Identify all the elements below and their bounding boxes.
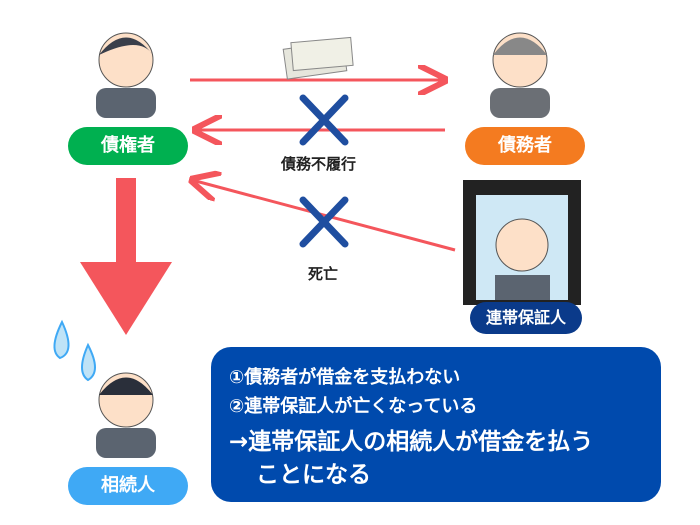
summary-line-4: ことになる [256,462,371,488]
down-arrow [80,178,172,335]
heir-person-icon [96,372,156,458]
summary-line-2: ②連帯保証人が亡くなっている [229,396,478,417]
memorial-portrait-icon [463,180,581,305]
cross-icon [299,196,349,248]
guarantor-arrow [192,180,456,252]
money-icon [282,36,354,80]
debtor-person-icon [490,32,550,118]
summary-line-3: →連帯保証人の相続人が借金を払う [229,429,594,455]
cross-icon [299,94,349,146]
heir-label: 相続人 [68,467,188,505]
default-label: 債務不履行 [281,155,357,173]
sweat-drops-icon [53,319,96,382]
summary-line-1: ①債務者が借金を支払わない [229,367,461,388]
creditor-person-icon [96,32,156,118]
guarantor-label: 連帯保証人 [470,302,582,334]
summary-box: ①債務者が借金を支払わない ②連帯保証人が亡くなっている →連帯保証人の相続人が… [211,347,661,502]
death-label: 死亡 [308,265,339,283]
debtor-label: 債務者 [465,127,585,165]
creditor-label: 債権者 [68,127,188,165]
